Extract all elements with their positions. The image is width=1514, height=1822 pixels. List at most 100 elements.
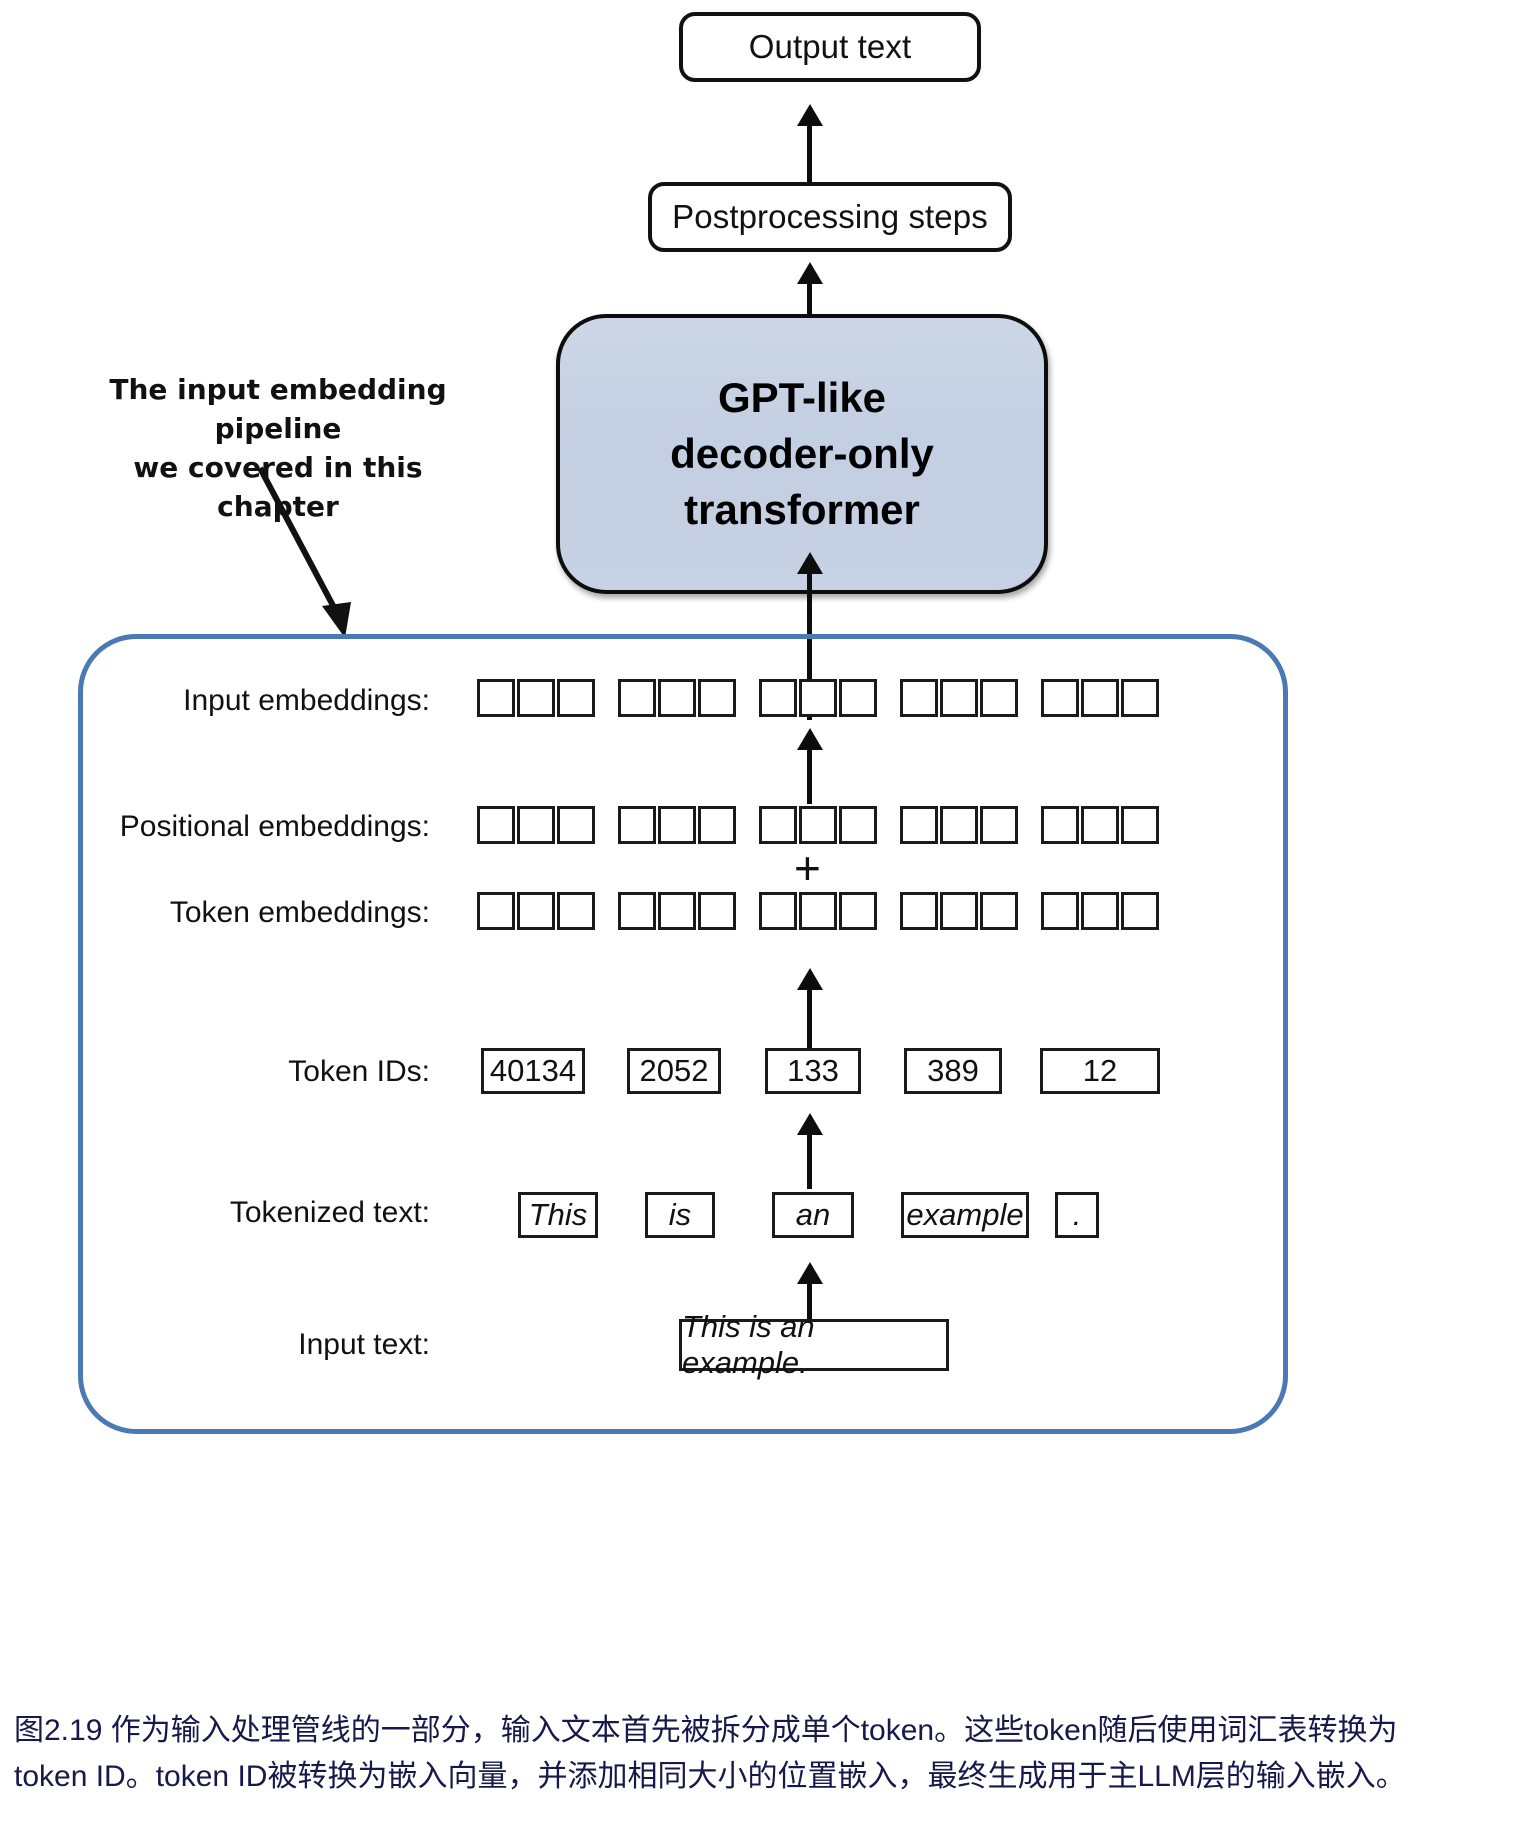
output-text-node: Output text: [679, 12, 981, 82]
arrow-model-to-postprocessing-shaft: [807, 280, 812, 322]
token-embeddings-group-3: [759, 892, 877, 930]
arrow-postprocessing-to-output-shaft: [807, 122, 812, 184]
token-embeddings-group-5: [1041, 892, 1159, 930]
embedding-cell: [839, 892, 877, 930]
positional-embeddings-group-5: [1041, 806, 1159, 844]
token-embeddings-group-1: [477, 892, 595, 930]
embedding-cell: [557, 679, 595, 717]
embedding-cell: [1041, 806, 1079, 844]
pipeline-annotation: The input embedding pipeline we covered …: [88, 370, 468, 526]
input-embedding-pipeline-container: [78, 634, 1288, 1434]
positional-embeddings-group-4: [900, 806, 1018, 844]
embedding-cell: [517, 679, 555, 717]
row-label-token-ids: Token IDs:: [288, 1055, 430, 1088]
token-id-box-4: 389: [904, 1048, 1002, 1094]
sum-operator: +: [794, 842, 821, 894]
postprocessing-label: Postprocessing steps: [672, 198, 988, 235]
arrow-tokens-to-tokenids-head: [797, 1113, 823, 1135]
model-label-line-3: transformer: [684, 486, 920, 533]
input-embeddings-group-4: [900, 679, 1018, 717]
row-label-token-embeddings: Token embeddings:: [169, 896, 430, 929]
embedding-cell: [557, 892, 595, 930]
embedding-cell: [1121, 679, 1159, 717]
token-text-box-5: .: [1055, 1192, 1099, 1238]
embedding-cell: [477, 806, 515, 844]
caption-line-1: 图2.19 作为输入处理管线的一部分，输入文本首先被拆分成单个token。这些t…: [14, 1714, 1398, 1747]
embedding-cell: [839, 679, 877, 717]
positional-embeddings-group-2: [618, 806, 736, 844]
embedding-cell: [1081, 892, 1119, 930]
arrow-postprocessing-to-output-head: [797, 104, 823, 126]
embedding-cell: [799, 892, 837, 930]
token-text-box-2: is: [645, 1192, 715, 1238]
output-text-label: Output text: [748, 28, 912, 65]
embedding-cell: [980, 892, 1018, 930]
embedding-cell: [759, 806, 797, 844]
gpt-model-node: GPT-like decoder-only transformer: [556, 314, 1048, 594]
embedding-cell: [1041, 892, 1079, 930]
token-id-box-3: 133: [765, 1048, 861, 1094]
row-label-positional-embeddings: Positional embeddings:: [119, 810, 430, 843]
token-id-box-5: 12: [1040, 1048, 1160, 1094]
input-text-box: This is an example.: [679, 1309, 949, 1380]
token-id-box-1: 40134: [481, 1048, 585, 1094]
arrow-inputtext-to-tokens-head: [797, 1262, 823, 1284]
embedding-cell: [980, 806, 1018, 844]
embedding-cell: [477, 892, 515, 930]
embedding-cell: [1081, 806, 1119, 844]
embedding-cell: [799, 806, 837, 844]
figure-caption: 图2.19 作为输入处理管线的一部分，输入文本首先被拆分成单个token。这些t…: [14, 1708, 1504, 1800]
embedding-cell: [940, 806, 978, 844]
row-label-input-embeddings: Input embeddings:: [183, 684, 430, 717]
embedding-cell: [618, 679, 656, 717]
postprocessing-node: Postprocessing steps: [648, 182, 1012, 252]
token-text-box-3: an: [772, 1192, 854, 1238]
arrow-tokenids-to-embeddings-shaft: [807, 986, 812, 1048]
model-label-line-1: GPT-like: [717, 374, 887, 421]
model-label-line-2: decoder-only: [670, 430, 934, 477]
embedding-cell: [658, 679, 696, 717]
embedding-cell: [940, 679, 978, 717]
embedding-cell: [698, 806, 736, 844]
arrow-sum-to-input-embeddings-shaft: [807, 746, 812, 804]
row-label-tokenized-text: Tokenized text:: [229, 1196, 430, 1229]
embedding-cell: [1081, 679, 1119, 717]
embedding-cell: [900, 892, 938, 930]
embedding-cell: [698, 679, 736, 717]
caption-line-2: token ID。token ID被转换为嵌入向量，并添加相同大小的位置嵌入，最…: [14, 1760, 1406, 1793]
input-embeddings-group-1: [477, 679, 595, 717]
embedding-cell: [698, 892, 736, 930]
embedding-cell: [557, 806, 595, 844]
input-embeddings-group-5: [1041, 679, 1159, 717]
embedding-cell: [658, 892, 696, 930]
token-embeddings-group-2: [618, 892, 736, 930]
annotation-line-1: The input embedding pipeline: [109, 373, 447, 445]
embedding-cell: [1121, 892, 1159, 930]
token-embeddings-group-4: [900, 892, 1018, 930]
positional-embeddings-group-3: [759, 806, 877, 844]
arrow-model-to-postprocessing-head: [797, 262, 823, 284]
token-text-box-1: This: [518, 1192, 598, 1238]
embedding-cell: [759, 892, 797, 930]
arrow-embeddings-to-model-head: [797, 552, 823, 574]
embedding-cell: [759, 679, 797, 717]
arrow-sum-to-input-embeddings-head: [797, 728, 823, 750]
embedding-cell: [1121, 806, 1159, 844]
positional-embeddings-group-1: [477, 806, 595, 844]
arrow-tokenids-to-embeddings-head: [797, 968, 823, 990]
input-embeddings-group-2: [618, 679, 736, 717]
arrow-inputtext-to-tokens-shaft: [807, 1280, 812, 1330]
arrow-embeddings-to-model-shaft: [807, 570, 812, 720]
embedding-cell: [799, 679, 837, 717]
embedding-cell: [658, 806, 696, 844]
row-label-input-text: Input text:: [298, 1328, 430, 1361]
embedding-cell: [980, 679, 1018, 717]
annotation-arrow-icon: [257, 466, 351, 638]
embedding-cell: [900, 806, 938, 844]
embedding-cell: [477, 679, 515, 717]
embedding-cell: [517, 892, 555, 930]
embedding-cell: [900, 679, 938, 717]
embedding-cell: [618, 806, 656, 844]
token-id-box-2: 2052: [627, 1048, 721, 1094]
